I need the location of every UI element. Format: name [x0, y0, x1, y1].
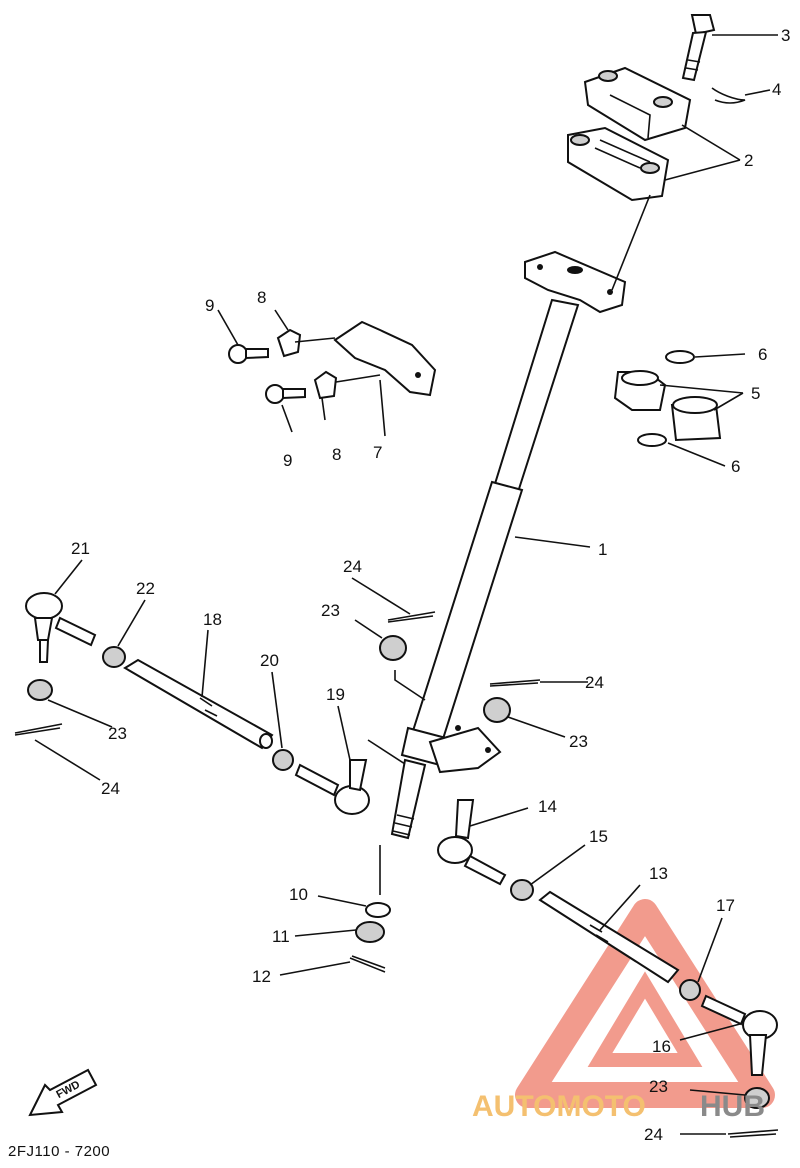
- nut-17: [679, 979, 701, 1001]
- nut-23-right-upper: [483, 697, 511, 723]
- nut-11: [355, 921, 385, 943]
- tie-rod-18: [123, 658, 274, 750]
- callout-17: 17: [716, 896, 735, 915]
- handlebar-holder-upper: [583, 66, 692, 142]
- callout-2: 2: [744, 151, 753, 170]
- callout-16: 16: [652, 1037, 671, 1056]
- nut-23-center: [379, 635, 407, 661]
- bolt-9-upper: [228, 344, 269, 364]
- handlebar-holder-lower: [567, 126, 670, 202]
- nut-22: [102, 646, 126, 668]
- watermark-logo: [515, 899, 775, 1108]
- diagram-code: 2FJ110 - 7200: [8, 1143, 110, 1160]
- cotter-pin-24-right-lower: [727, 1129, 779, 1138]
- tie-rod-13: [538, 890, 680, 984]
- callout-24-right-upper: 24: [585, 673, 604, 692]
- clip-4: [711, 87, 746, 104]
- callout-24-center: 24: [343, 557, 362, 576]
- tie-rod-end-19: [294, 759, 370, 815]
- bushing-5-upper: [613, 370, 667, 411]
- fwd-arrow: FWD: [28, 1068, 98, 1117]
- callout-12: 12: [252, 967, 271, 986]
- steering-column: [390, 250, 627, 840]
- cotter-pin-24-right-upper: [489, 679, 541, 687]
- callout-9-lower: 9: [283, 451, 292, 470]
- callout-6-upper: 6: [758, 345, 767, 364]
- nut-15: [510, 879, 534, 901]
- tie-rod-end-21: [25, 592, 97, 663]
- callout-18: 18: [203, 610, 222, 629]
- cotter-pin-24-center: [387, 611, 436, 623]
- callout-23-center: 23: [321, 601, 340, 620]
- callout-4: 4: [772, 80, 781, 99]
- callout-9-upper: 9: [205, 296, 214, 315]
- bolt-3: [681, 14, 716, 82]
- callout-13: 13: [649, 864, 668, 883]
- washer-6-lower: [637, 433, 667, 447]
- callout-23-right-upper: 23: [569, 732, 588, 751]
- callout-6-lower: 6: [731, 457, 740, 476]
- callout-21: 21: [71, 539, 90, 558]
- callout-19: 19: [326, 685, 345, 704]
- callout-23-right-lower: 23: [649, 1077, 668, 1096]
- plate-8-upper: [276, 328, 302, 358]
- callout-22: 22: [136, 579, 155, 598]
- callout-20: 20: [260, 651, 279, 670]
- plate-8-lower: [313, 370, 338, 400]
- nut-20: [272, 749, 294, 771]
- callout-1: 1: [598, 540, 607, 559]
- nut-23-right-lower: [744, 1087, 770, 1109]
- callout-24-right-lower: 24: [644, 1125, 663, 1144]
- tie-rod-end-16: [700, 994, 778, 1076]
- bracket-7: [333, 320, 437, 397]
- callout-14: 14: [538, 797, 557, 816]
- tie-rod-end-14: [437, 799, 507, 886]
- watermark-text-hub: HUB: [700, 1090, 765, 1123]
- callout-23-left: 23: [108, 724, 127, 743]
- watermark-text-main: AUTOMOTO: [472, 1090, 646, 1123]
- callout-10: 10: [289, 885, 308, 904]
- washer-10: [365, 902, 391, 918]
- callout-3: 3: [781, 26, 790, 45]
- cotter-pin-12: [349, 955, 386, 973]
- callout-8-lower: 8: [332, 445, 341, 464]
- cotter-pin-24-left: [14, 723, 63, 736]
- leader-lines: [34, 34, 778, 1135]
- watermark-text: AUTOMOTO HUB: [472, 1090, 765, 1123]
- nut-23-left: [27, 679, 53, 701]
- washer-6-upper: [665, 350, 695, 364]
- callout-15: 15: [589, 827, 608, 846]
- callouts: 1 2 3 4 5 6 6 7 8 8 9 9 10 11 12 13 14 1…: [71, 26, 790, 1144]
- callout-11: 11: [272, 927, 290, 946]
- bolt-9-lower: [265, 384, 306, 404]
- callout-24-left: 24: [101, 779, 120, 798]
- callout-5: 5: [751, 384, 760, 403]
- callout-7: 7: [373, 443, 382, 462]
- bushing-5-lower: [670, 396, 722, 442]
- callout-8-upper: 8: [257, 288, 266, 307]
